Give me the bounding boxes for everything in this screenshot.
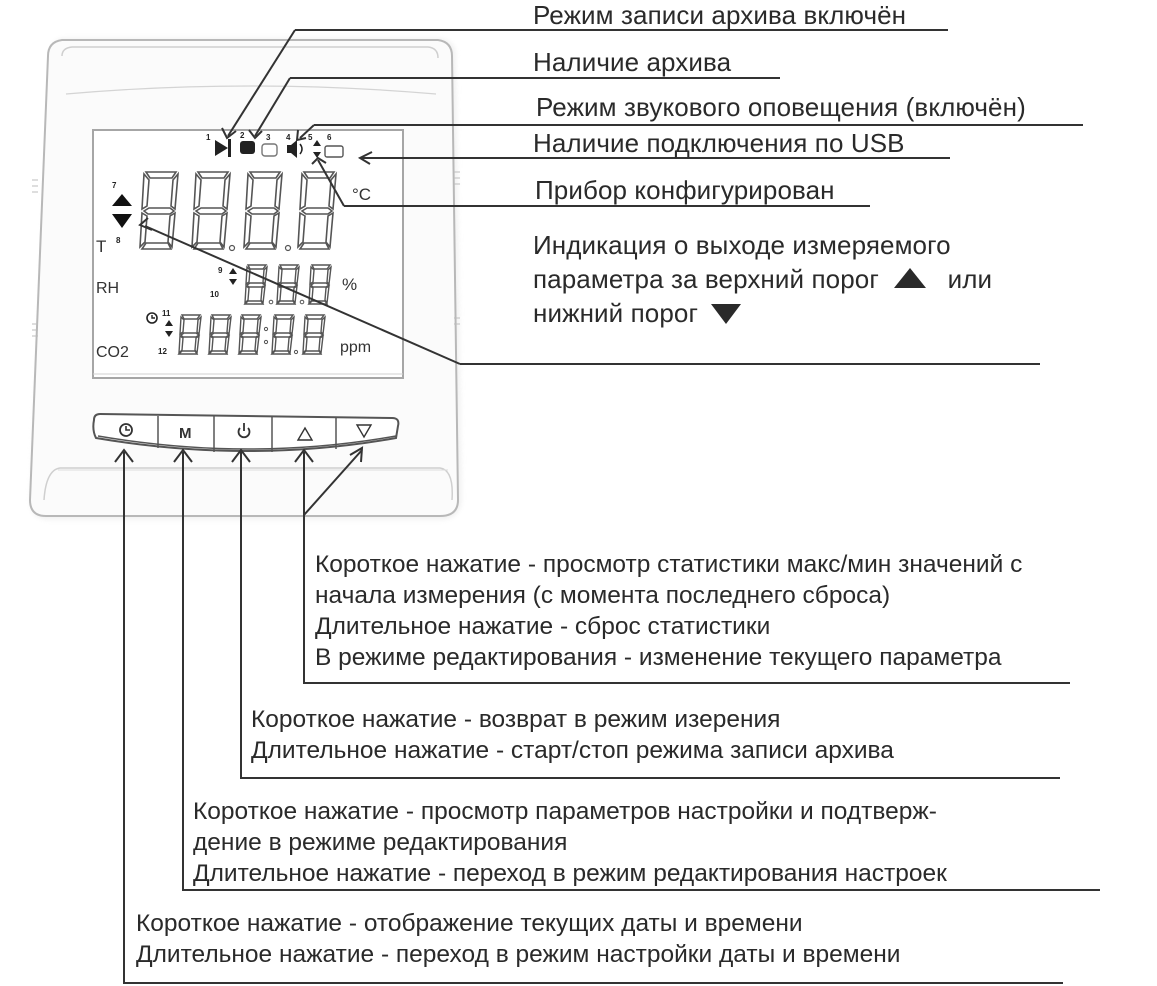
power-button[interactable]: [216, 416, 270, 450]
temperature-digits: [139, 171, 337, 252]
down-button[interactable]: [338, 416, 396, 448]
menu-button-label: M: [179, 425, 192, 442]
lower-threshold-legend-icon: [711, 304, 742, 324]
clock-desc-line-2: Длительное нажатие - переход в режим нас…: [136, 941, 901, 968]
lcd-num-12: 12: [158, 347, 167, 356]
callout-archive-record-on: Режим записи архива включён: [533, 0, 907, 30]
lcd-num-3: 3: [266, 133, 271, 142]
clock-button[interactable]: [96, 416, 156, 444]
clock-icon: [119, 423, 133, 437]
arrows-desc-line-4: В режиме редактирования - изменение теку…: [315, 644, 1002, 671]
configured-indicator-icon: [313, 140, 321, 158]
lcd-num-10: 10: [210, 290, 219, 299]
lcd-num-7: 7: [112, 181, 117, 190]
threshold-line-2-suffix: или: [947, 264, 993, 294]
menu-desc-line-1: Короткое нажатие - просмотр параметров н…: [193, 798, 937, 825]
threshold-line-2: параметра за верхний порог или: [533, 262, 992, 296]
callout-device-configured: Прибор конфигурирован: [535, 175, 835, 205]
lcd-unit-ppm: ppm: [340, 339, 371, 356]
upper-threshold-icon: [112, 194, 132, 206]
empty-indicator-icon: [261, 143, 278, 157]
menu-desc-line-3: Длительное нажатие - переход в режим ред…: [193, 860, 947, 887]
callout-usb-connected: Наличие подключения по USB: [533, 128, 905, 158]
leader-arrowheads-top: [138, 127, 373, 231]
arrows-desc-line-2: начала измерения (с момента последнего с…: [315, 582, 891, 609]
leader-arrowheads-bottom: [114, 446, 364, 463]
down-triangle-icon: [355, 424, 373, 439]
lcd-num-8: 8: [116, 236, 121, 245]
callout-threshold: Индикация о выходе измеряемого параметра…: [533, 228, 992, 330]
lcd-num-2: 2: [240, 131, 245, 140]
lcd-num-11: 11: [162, 309, 171, 318]
lcd-num-1: 1: [206, 133, 211, 142]
lcd-num-5: 5: [308, 133, 313, 142]
leader-lines-bottom: [123, 449, 1100, 984]
lcd-unit-celsius: °C: [352, 185, 371, 204]
co2-digits: [178, 314, 326, 355]
threshold-line-3: нижний порог: [533, 296, 992, 330]
lcd-unit-percent: %: [342, 275, 357, 294]
callout-sound-alert: Режим звукового оповещения (включён): [536, 92, 1026, 122]
up-triangle-icon: [296, 426, 314, 441]
lcd-label-t: T: [96, 237, 106, 256]
menu-desc-line-2: дение в режиме редактирования: [193, 829, 568, 856]
up-button[interactable]: [274, 416, 334, 450]
power-button-description: Короткое нажатие - возврат в режим изере…: [251, 704, 894, 766]
clock-small-icon: [146, 312, 158, 324]
menu-button[interactable]: M: [160, 416, 212, 448]
lcd-label-co2: CO2: [96, 344, 129, 361]
arrows-desc-line-1: Короткое нажатие - просмотр статистики м…: [315, 551, 1023, 578]
arrows-desc-line-3: Длительное нажатие - сброс статистики: [315, 613, 771, 640]
power-icon: [237, 423, 251, 439]
power-desc-line-2: Длительное нажатие - старт/стоп режима з…: [251, 737, 894, 764]
speaker-icon: [287, 140, 297, 158]
threshold-line-2-prefix: параметра за верхний порог: [533, 264, 879, 294]
clock-desc-line-1: Короткое нажатие - отображение текущих д…: [136, 910, 803, 937]
menu-button-description: Короткое нажатие - просмотр параметров н…: [193, 796, 947, 889]
threshold-line-1: Индикация о выходе измеряемого: [533, 230, 951, 260]
lcd-num-6: 6: [327, 133, 332, 142]
lcd-num-4: 4: [286, 133, 291, 142]
arrows-button-description: Короткое нажатие - просмотр статистики м…: [315, 549, 1022, 673]
upper-threshold-legend-icon: [894, 268, 927, 288]
record-indicator-icon: [215, 140, 228, 156]
lower-threshold-icon: [112, 214, 132, 228]
lcd-num-9: 9: [218, 266, 223, 275]
lcd-label-rh: RH: [96, 280, 119, 297]
clock-button-description: Короткое нажатие - отображение текущих д…: [136, 908, 900, 970]
usb-indicator-icon: [324, 145, 344, 158]
power-desc-line-1: Короткое нажатие - возврат в режим изере…: [251, 706, 781, 733]
archive-indicator-icon: [240, 141, 255, 154]
humidity-digits: [244, 264, 332, 305]
button-strip: [92, 412, 400, 452]
callout-archive-present: Наличие архива: [533, 47, 732, 77]
threshold-line-3-text: нижний порог: [533, 298, 699, 328]
leader-lines-top: [144, 29, 1083, 365]
